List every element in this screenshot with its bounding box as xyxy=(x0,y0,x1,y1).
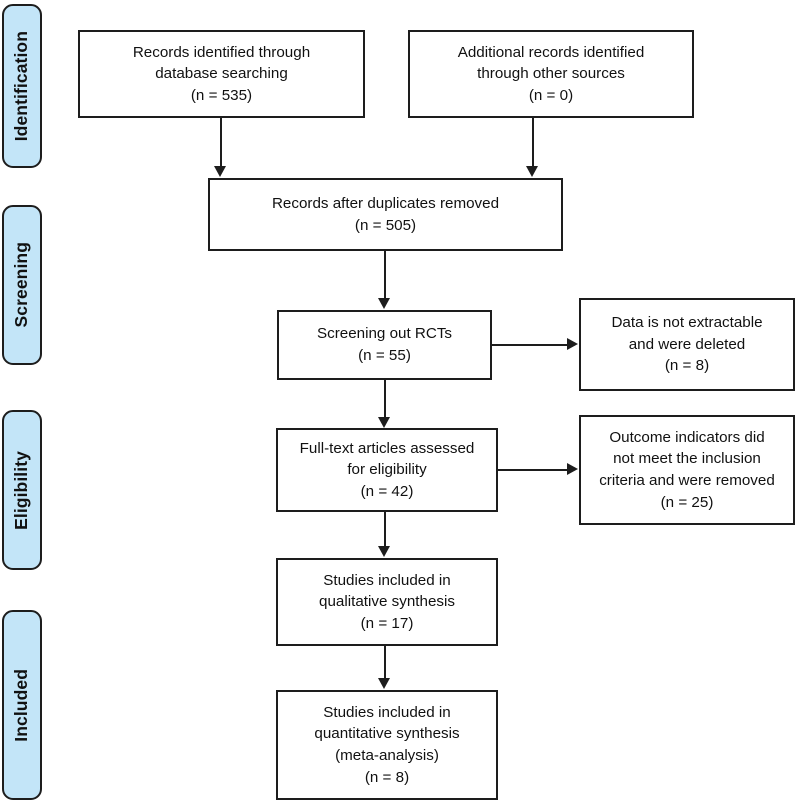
stage-tab-label: Eligibility xyxy=(11,450,32,530)
stage-tab-identification: Identification xyxy=(2,4,42,168)
box-text: Outcome indicators did not meet the incl… xyxy=(599,428,775,511)
box-text: Studies included in quantitative synthes… xyxy=(314,703,460,786)
connector-other-sources-to-duplicates xyxy=(532,118,534,167)
box-screening-out-rcts: Screening out RCTs (n = 55) xyxy=(277,310,492,380)
arrowhead-down-icon xyxy=(378,298,390,309)
box-text: Additional records identified through ot… xyxy=(457,43,645,104)
stage-tab-eligibility: Eligibility xyxy=(2,410,42,570)
arrowhead-down-icon xyxy=(378,417,390,428)
box-quantitative-synthesis: Studies included in quantitative synthes… xyxy=(276,690,498,800)
connector-screening-to-excluded xyxy=(492,344,568,346)
stage-tab-label: Included xyxy=(11,668,32,742)
box-excluded-data-not-extractable: Data is not extractable and were deleted… xyxy=(579,298,795,391)
stage-tab-label: Screening xyxy=(11,242,32,328)
box-qualitative-synthesis: Studies included in qualitative synthesi… xyxy=(276,558,498,646)
box-records-after-duplicates-removed: Records after duplicates removed (n = 50… xyxy=(208,178,563,251)
box-additional-records-other-sources: Additional records identified through ot… xyxy=(408,30,694,118)
box-text: Records after duplicates removed (n = 50… xyxy=(271,194,500,234)
arrowhead-right-icon xyxy=(567,463,578,475)
box-excluded-outcome-indicators: Outcome indicators did not meet the incl… xyxy=(579,415,795,525)
connector-qualitative-to-quantitative xyxy=(384,646,386,680)
stage-tab-included: Included xyxy=(2,610,42,800)
connector-screening-to-fulltext xyxy=(384,380,386,420)
box-text: Screening out RCTs (n = 55) xyxy=(316,325,453,364)
arrowhead-right-icon xyxy=(567,338,578,350)
connector-fulltext-to-excluded xyxy=(498,469,568,471)
connector-duplicates-to-screening xyxy=(384,251,386,299)
stage-tab-screening: Screening xyxy=(2,205,42,365)
stage-tab-label: Identification xyxy=(11,30,32,142)
box-text: Studies included in qualitative synthesi… xyxy=(319,571,455,632)
arrowhead-down-icon xyxy=(378,678,390,689)
arrowhead-down-icon xyxy=(378,546,390,557)
box-records-identified-database: Records identified through database sear… xyxy=(78,30,365,118)
connector-database-to-duplicates xyxy=(220,118,222,167)
arrowhead-down-icon xyxy=(526,166,538,177)
connector-fulltext-to-qualitative xyxy=(384,512,386,548)
box-text: Records identified through database sear… xyxy=(132,43,311,104)
box-fulltext-articles-assessed: Full-text articles assessed for eligibil… xyxy=(276,428,498,512)
box-text: Data is not extractable and were deleted… xyxy=(611,314,763,375)
box-text: Full-text articles assessed for eligibil… xyxy=(299,439,475,500)
arrowhead-down-icon xyxy=(214,166,226,177)
